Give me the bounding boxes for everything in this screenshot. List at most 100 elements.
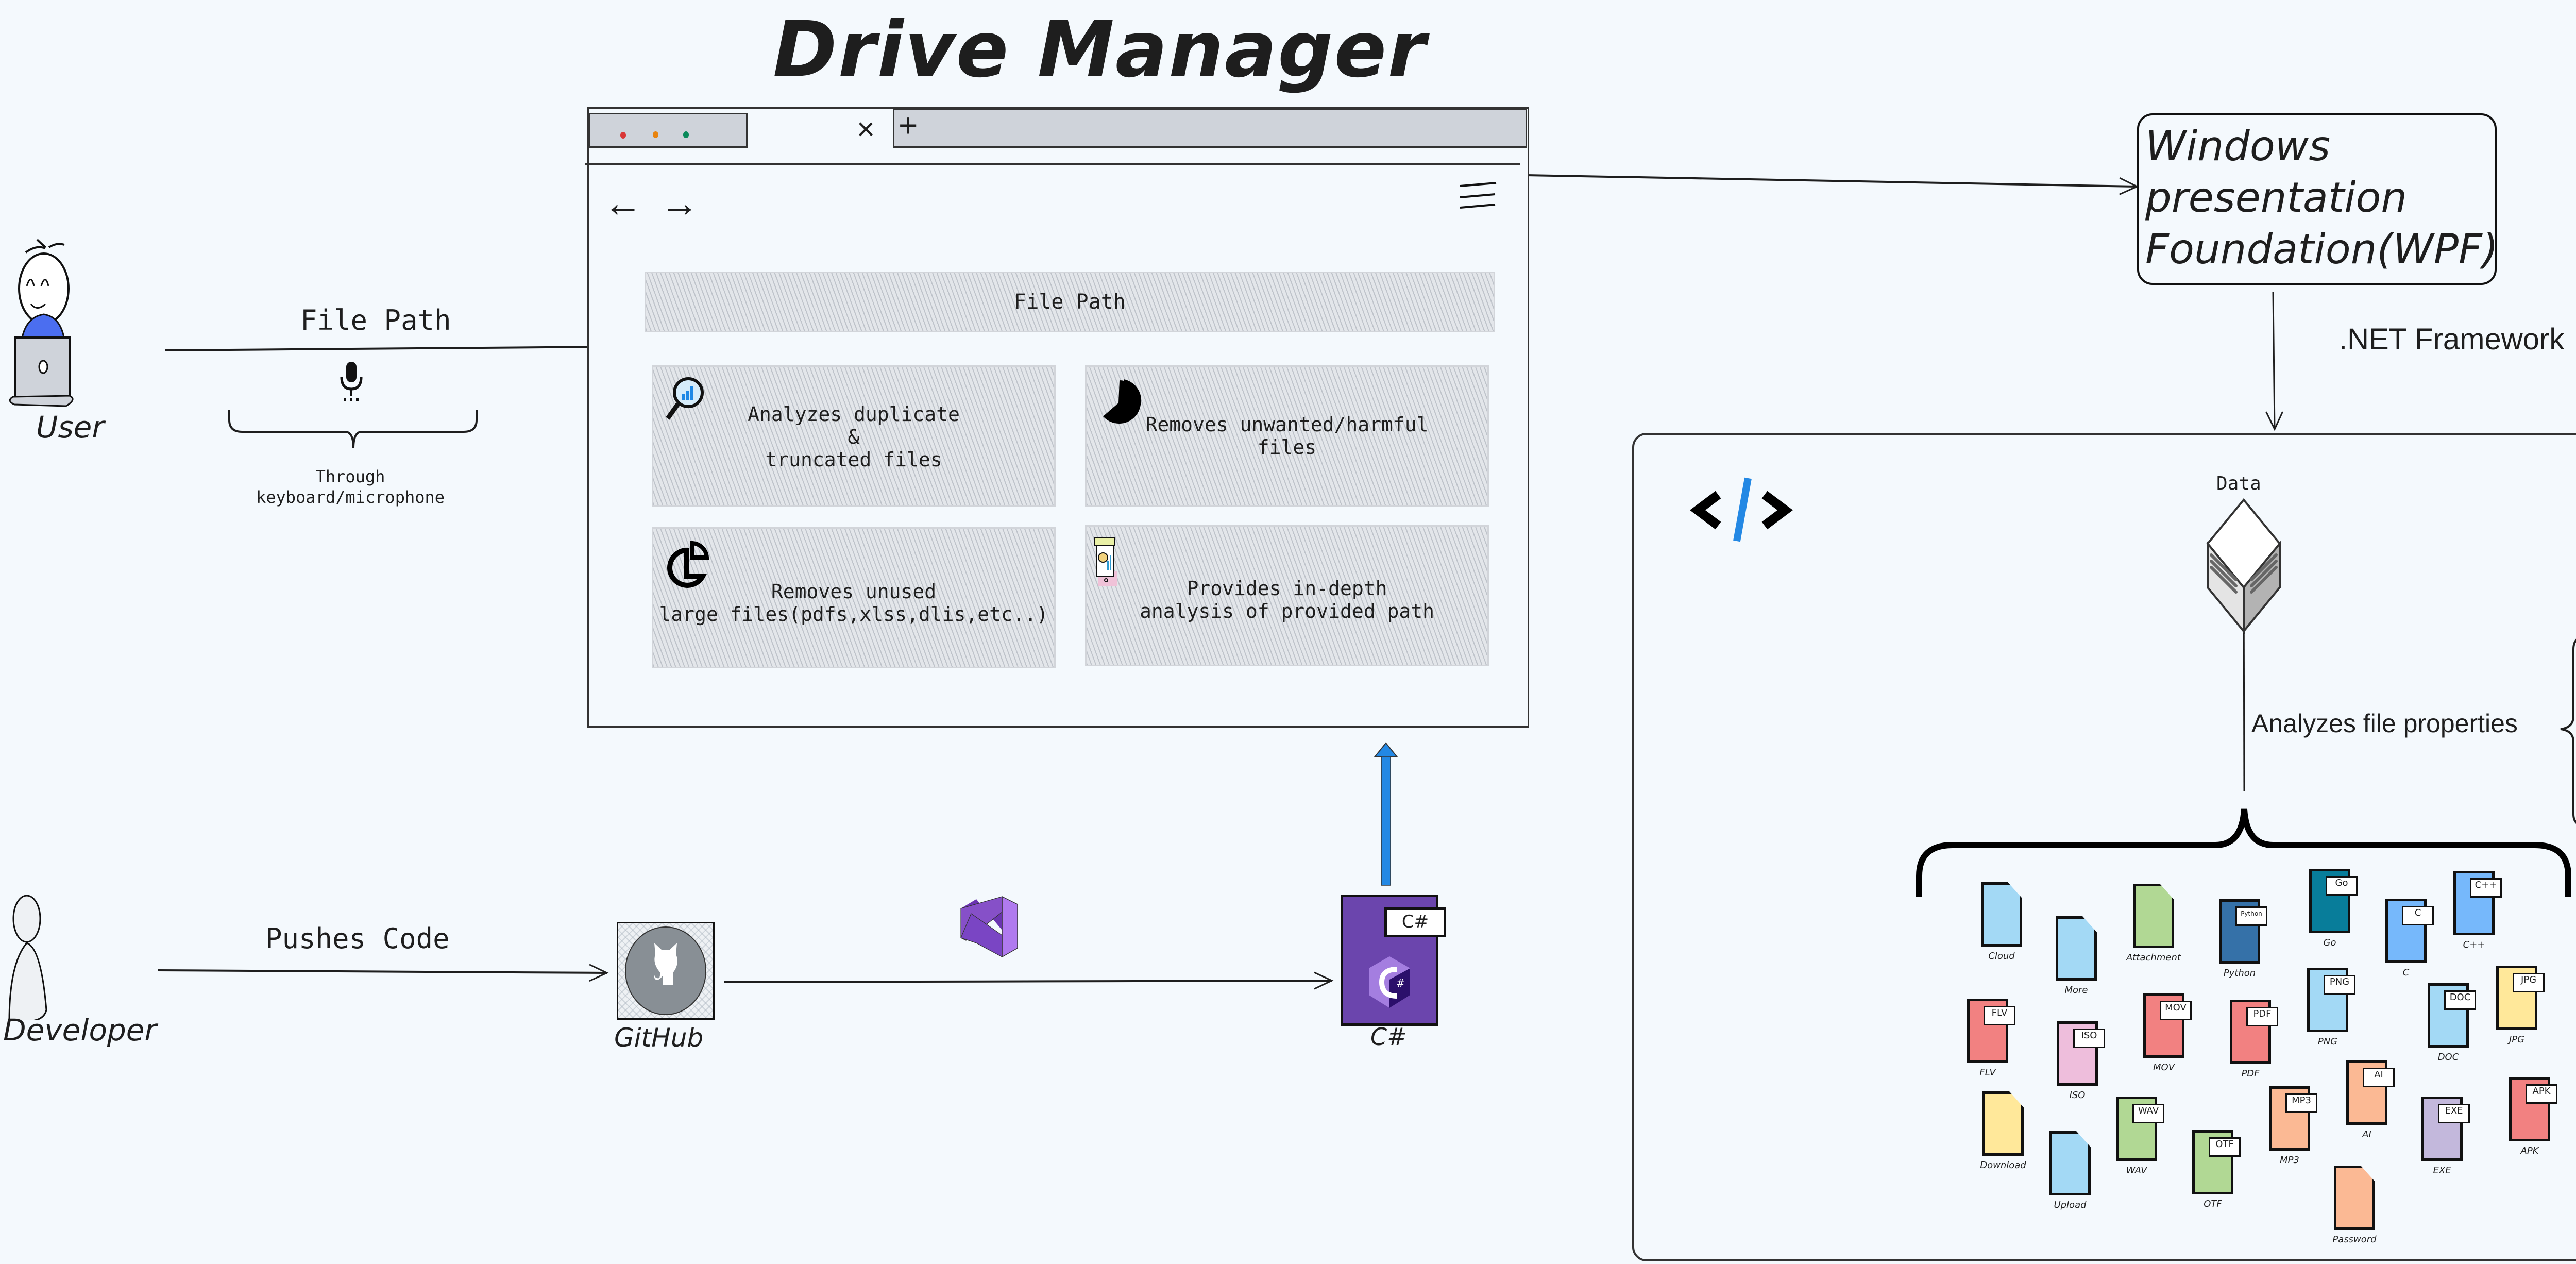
file-icon-download <box>1982 1091 2024 1156</box>
page-title: Drive Manager <box>773 5 1427 95</box>
app-window: × + ← → File Path Analyzes duplicate & t… <box>585 107 1529 728</box>
wpf-line3: Foundation(WPF) <box>2145 225 2499 273</box>
file-label: More <box>2064 985 2088 996</box>
maximize-window-dot[interactable] <box>683 131 689 138</box>
wpf-node[interactable]: Windows presentation Foundation(WPF) <box>2137 113 2498 285</box>
file-label: APK <box>2520 1145 2539 1156</box>
code-icon <box>1687 474 1811 548</box>
file-label: Download <box>1980 1160 2026 1171</box>
file-tag: PDF <box>2246 1007 2278 1026</box>
pushes-code-label: Pushes Code <box>265 922 450 955</box>
input-note-line1: Through <box>315 467 385 486</box>
wpf-line1: Windows <box>2145 122 2330 170</box>
github-icon <box>625 926 706 1015</box>
wpf-to-backend-arrow <box>2265 292 2283 431</box>
file-tag: WAV <box>2132 1104 2164 1123</box>
file-tag: PNG <box>2324 975 2355 995</box>
file-tag: MOV <box>2160 1001 2192 1020</box>
input-method-note: Through keyboard/microphone <box>242 466 459 508</box>
file-icon-cloud <box>1981 882 2022 947</box>
developer-avatar-icon <box>8 895 47 1022</box>
file-tag: EXE <box>2438 1104 2470 1123</box>
feature-text: Removes unused large files(pdfs,xlss,dli… <box>659 580 1048 626</box>
developer-label: Developer <box>3 1013 157 1048</box>
visual-studio-small-icon <box>956 894 1028 963</box>
svg-text:#: # <box>1396 977 1405 989</box>
file-label: PNG <box>2317 1036 2338 1047</box>
file-path-input-label: File Path <box>1014 290 1126 314</box>
file-path-arrow-label: File Path <box>300 304 451 336</box>
file-tag: AI <box>2363 1068 2395 1087</box>
file-label: ISO <box>2069 1090 2086 1101</box>
file-path-input[interactable]: File Path <box>645 272 1495 332</box>
csharp-label: C# <box>1370 1023 1407 1051</box>
close-window-dot[interactable] <box>620 132 626 139</box>
github-to-csharp-arrow <box>723 971 1334 990</box>
back-button[interactable]: ← <box>603 181 642 225</box>
data-label: Data <box>2216 473 2261 494</box>
app-to-wpf-arrow <box>1526 174 2139 195</box>
microphone-icon <box>337 361 368 404</box>
dev-to-github-arrow <box>157 964 609 982</box>
close-tab-icon[interactable]: × <box>857 112 875 146</box>
csharp-node[interactable]: C# # <box>1341 895 1446 1026</box>
file-tag: APK <box>2526 1084 2557 1104</box>
analyze-label: Analyzes file properties <box>2251 709 2518 738</box>
file-label: EXE <box>2433 1165 2451 1176</box>
wpf-line2: presentation <box>2145 174 2408 222</box>
file-tag: DOC <box>2444 990 2476 1010</box>
file-label: MOV <box>2153 1062 2175 1073</box>
file-icon-attachment <box>2133 884 2174 948</box>
developer-actor: Developer <box>0 891 157 1056</box>
file-label: Go <box>2323 937 2336 948</box>
file-icon-exe <box>2421 1097 2463 1161</box>
user-label: User <box>36 410 105 445</box>
csharp-logo-icon: # <box>1369 956 1410 1008</box>
feature-card-large-files[interactable]: Removes unused large files(pdfs,xlss,dli… <box>652 527 1056 668</box>
data-cube-icon <box>2179 497 2308 649</box>
feature-text: Provides in-depth analysis of provided p… <box>1140 577 1434 622</box>
file-icon-upload <box>2049 1131 2091 1195</box>
minimize-window-dot[interactable] <box>653 131 658 138</box>
file-label: FLV <box>1979 1067 1996 1078</box>
file-icon-mov <box>2143 993 2184 1058</box>
file-label: Attachment <box>2126 952 2181 963</box>
file-tag: C <box>2402 906 2434 925</box>
new-tab-icon[interactable]: + <box>899 107 918 144</box>
menu-icon[interactable] <box>1457 182 1498 213</box>
file-label: C++ <box>2463 939 2485 950</box>
file-icon-password <box>2334 1166 2375 1230</box>
analytics-magnifier-icon <box>666 377 704 420</box>
file-label: Password <box>2332 1234 2377 1245</box>
feature-card-harmful[interactable]: Removes unwanted/harmful files <box>1085 365 1489 507</box>
file-tag: ISO <box>2073 1029 2105 1048</box>
file-label: MP3 <box>2280 1155 2299 1166</box>
file-label: Upload <box>2054 1200 2087 1210</box>
file-label: DOC <box>2437 1052 2459 1063</box>
new-tab-bar: + <box>893 107 1527 148</box>
input-note-line2: keyboard/microphone <box>256 487 445 507</box>
github-node[interactable] <box>617 922 715 1020</box>
presentation-board-icon <box>1094 537 1117 586</box>
github-label: GitHub <box>614 1023 704 1053</box>
file-label: PDF <box>2241 1068 2260 1079</box>
file-label: WAV <box>2126 1165 2147 1176</box>
file-tag: C++ <box>2470 878 2502 898</box>
file-label: C <box>2402 967 2410 978</box>
user-avatar-icon <box>9 239 74 407</box>
user-to-app-arrow <box>164 338 610 356</box>
file-tag: JPG <box>2513 973 2545 992</box>
forward-button[interactable]: → <box>660 181 699 225</box>
feature-text: Analyzes duplicate & truncated files <box>748 403 960 471</box>
file-tag: Go <box>2326 876 2358 896</box>
file-label: OTF <box>2204 1199 2222 1209</box>
file-tag: OTF <box>2209 1137 2241 1157</box>
feature-text: Removes unwanted/harmful files <box>1145 413 1429 459</box>
feature-card-analysis[interactable]: Provides in-depth analysis of provided p… <box>1085 525 1489 666</box>
wpf-title: Windows presentation Foundation(WPF) <box>2145 121 2498 275</box>
input-brace <box>228 410 478 449</box>
file-icon-more <box>2056 916 2097 981</box>
file-label: Python <box>2223 968 2256 979</box>
feature-card-duplicates[interactable]: Analyzes duplicate & truncated files <box>652 365 1056 507</box>
tab-divider <box>585 163 1520 165</box>
